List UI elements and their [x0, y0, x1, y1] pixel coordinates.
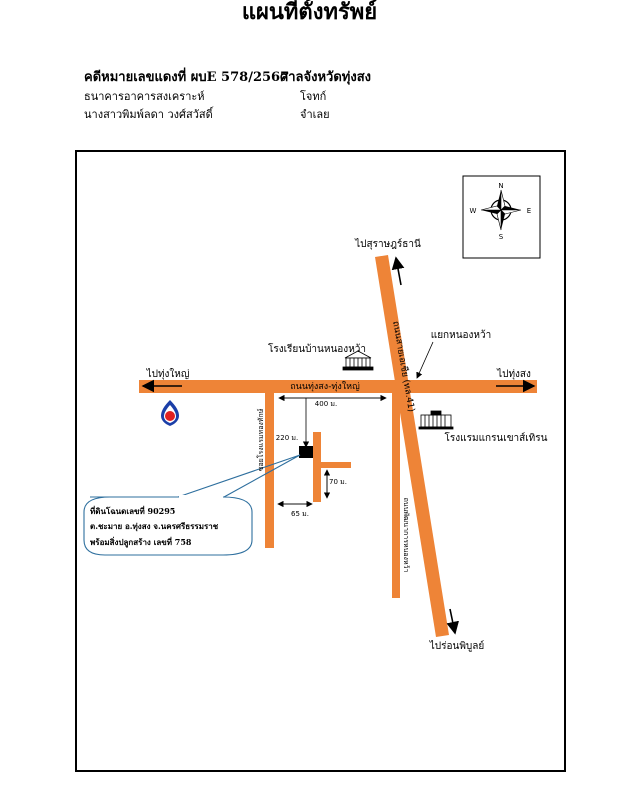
- defendant-name: นางสาวพิมพ์ลดา วงศ์สวัสดิ์: [84, 108, 213, 121]
- distance-vertical: 70 ม.: [329, 478, 347, 486]
- label-hotel: โรงแรมแกรนเขาส์เทิรน: [445, 431, 548, 444]
- label-to-ron-phibun: ไปร่อนพิบูลย์: [429, 640, 485, 652]
- compass-s: S: [499, 233, 504, 241]
- map-frame: [75, 150, 566, 772]
- roads: [139, 255, 537, 637]
- branch-road: [313, 432, 321, 502]
- distance-soi: 220 ม.: [276, 434, 298, 442]
- label-side-road: ถนนพัฒนาการหนองหว้า: [402, 498, 410, 573]
- property-callout: [83, 496, 253, 556]
- label-soi: ซอยโรงแรมทองทักษ์: [256, 408, 265, 471]
- property-line2: ต.ชะมาย อ.ทุ่งสง จ.นครศรีธรรมราช: [90, 521, 219, 532]
- direction-arrows: [141, 256, 536, 635]
- intersection-pointer: [416, 341, 434, 379]
- property-line1: ที่ดินโฉนดเลขที่ 90295: [90, 505, 175, 516]
- branch-spur: [321, 462, 351, 468]
- highway-41: [375, 255, 449, 637]
- distance-horizontal: 65 ม.: [291, 510, 309, 518]
- distance-main: 400 ม.: [315, 400, 337, 408]
- property-marker: [299, 446, 313, 458]
- label-to-surat: ไปสุราษฎร์ธานี: [354, 238, 421, 250]
- compass-n: N: [498, 182, 503, 190]
- page-title: แผนที่ตั้งทรัพย์: [241, 0, 378, 25]
- court-name: ศาลจังหวัดทุ่งสง: [280, 70, 371, 85]
- soi-road: [265, 393, 274, 548]
- callout-pointer: [177, 454, 301, 498]
- plaintiff-role: โจทก์: [300, 90, 327, 103]
- main-road: [139, 380, 537, 393]
- label-school: โรงเรียนบ้านหนองหว้า: [268, 342, 366, 355]
- case-number: คดีหมายเลขแดงที่ ผบE 578/2567: [84, 70, 290, 85]
- compass-w: W: [470, 207, 477, 215]
- side-road: [392, 393, 400, 598]
- label-intersection: แยกหนองหว้า: [431, 329, 492, 341]
- label-to-thung-song: ไปทุ่งสง: [496, 368, 531, 380]
- hotel-icon: [418, 410, 454, 430]
- label-main-road: ถนนทุ่งสง-ทุ่งใหญ่: [290, 381, 360, 392]
- case-info: คดีหมายเลขแดงที่ ผบE 578/2567 ศาลจังหวัด…: [84, 66, 371, 87]
- plaintiff-name: ธนาคารอาคารสงเคราะห์: [84, 90, 205, 103]
- school-icon: [342, 350, 374, 371]
- compass-e: E: [527, 207, 531, 215]
- distance-lines: [277, 394, 387, 508]
- label-to-thung-yai: ไปทุ่งใหญ่: [146, 368, 190, 380]
- fuel-station-logo-icon: [161, 400, 179, 426]
- compass-rose-icon: N S E W: [462, 175, 541, 259]
- property-line3: พร้อมสิ่งปลูกสร้าง เลขที่ 758: [90, 536, 192, 548]
- defendant-role: จำเลย: [300, 108, 330, 121]
